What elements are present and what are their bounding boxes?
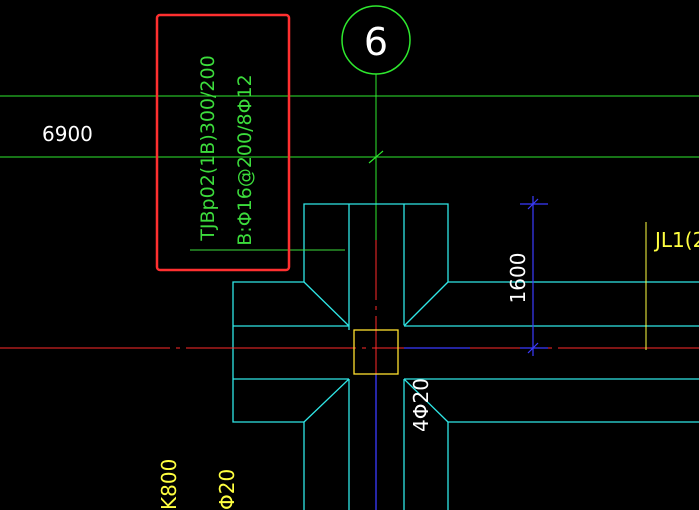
haunch-lower-right <box>403 378 449 423</box>
dimension-tick-top <box>527 198 539 210</box>
rebar-label-4phi20: 4Φ20 <box>409 378 433 432</box>
partial-label-k800: K800 <box>157 459 181 510</box>
callout-text-line1: TJBp02(1B)300/200 <box>197 55 219 241</box>
dimension-text-6900: 6900 <box>42 122 93 146</box>
partial-label-phi20: Φ20 <box>215 469 239 510</box>
haunch-upper-right <box>403 281 449 327</box>
dimension-tick-bottom <box>527 342 539 354</box>
dimension-1600 <box>520 196 548 356</box>
column-section <box>353 329 399 375</box>
axis-tick-mark <box>368 150 384 164</box>
callout-text-line2: B:Φ16@200/8Φ12 <box>234 74 256 245</box>
haunch-lower-left <box>303 378 350 423</box>
axis-bubble-label: 6 <box>364 20 388 64</box>
highlight-box <box>155 13 291 272</box>
beam-label-jl1: JL1(2 <box>653 228 699 252</box>
outline-top-right <box>303 203 699 283</box>
dimension-text-1600: 1600 <box>506 253 530 304</box>
outline-left <box>232 250 305 510</box>
foundation-outline <box>232 203 699 510</box>
haunch-upper-left <box>303 281 350 327</box>
